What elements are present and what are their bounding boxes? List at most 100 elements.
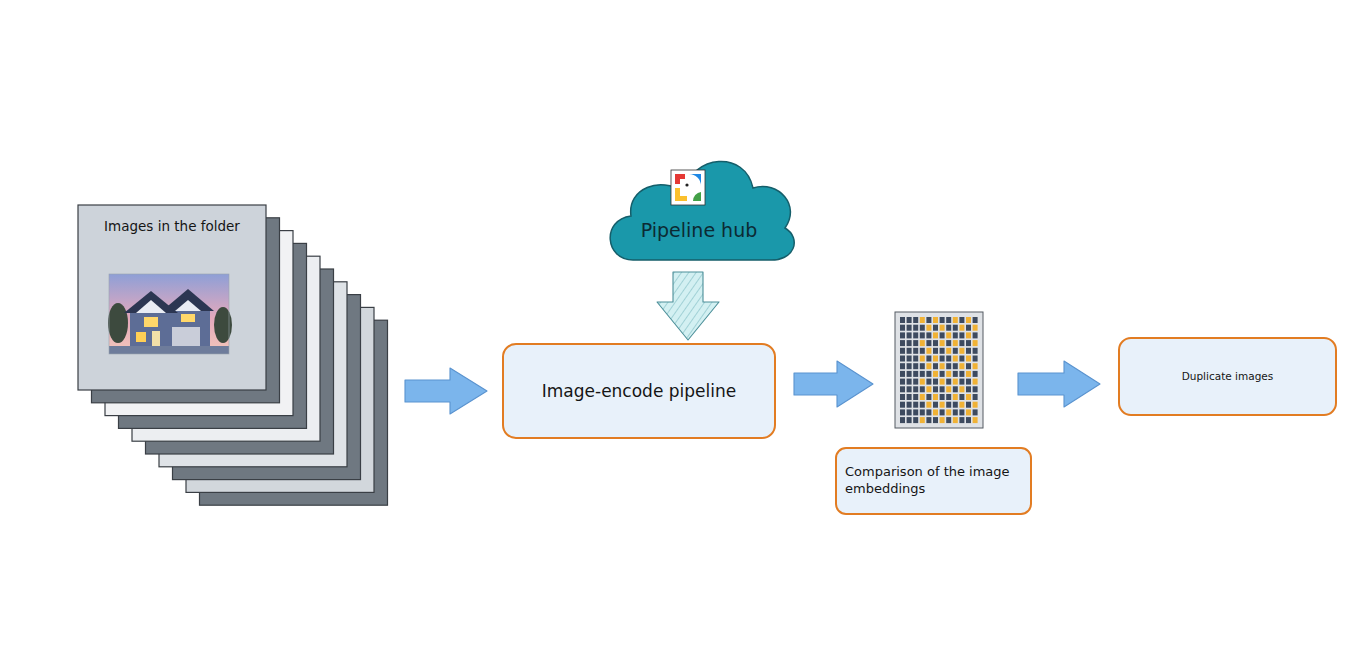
matrix-cell — [959, 356, 964, 362]
matrix-cell — [953, 371, 958, 377]
matrix-cell — [966, 379, 971, 385]
logo-tile — [671, 170, 705, 205]
house-roof — [162, 289, 214, 311]
window — [181, 314, 195, 322]
matrix-cell — [973, 386, 978, 392]
matrix-cell — [933, 371, 938, 377]
matrix-cell — [940, 325, 945, 331]
matrix-cell — [926, 363, 931, 369]
matrix-cell — [926, 402, 931, 408]
embedding-node: Comparison of the image embeddings — [880, 312, 985, 516]
matrix-cell — [920, 363, 925, 369]
matrix-cell — [966, 332, 971, 338]
matrix-cell — [920, 348, 925, 354]
photo-frame — [109, 274, 229, 354]
matrix-cell — [926, 340, 931, 346]
image-card — [78, 205, 266, 390]
matrix-cell — [900, 363, 905, 369]
logo-part — [689, 174, 701, 186]
box-outline: Image-encode pipeline — [502, 343, 776, 439]
matrix-cell — [913, 379, 918, 385]
matrix-cell — [933, 325, 938, 331]
matrix-cell — [953, 340, 958, 346]
matrix-cell — [926, 332, 931, 338]
matrix-cell — [907, 340, 912, 346]
matrix-cell — [959, 394, 964, 400]
cloud-outline — [610, 161, 794, 260]
matrix-cell — [966, 325, 971, 331]
matrix-cell — [900, 348, 905, 354]
logo-part — [693, 192, 701, 201]
tree — [214, 307, 232, 343]
matrix-cell — [940, 386, 945, 392]
matrix-cell — [973, 363, 978, 369]
matrix-cell — [966, 371, 971, 377]
matrix-cell — [913, 356, 918, 362]
process-box: Image-encode pipeline — [502, 343, 776, 439]
matrix-cell — [940, 379, 945, 385]
matrix-cell — [933, 379, 938, 385]
block-arrow — [794, 361, 873, 407]
matrix-cell — [926, 356, 931, 362]
photo-sky — [109, 274, 229, 354]
matrix-cell — [920, 371, 925, 377]
matrix-cell — [933, 409, 938, 415]
matrix-cell — [946, 317, 951, 323]
matrix-cell — [966, 409, 971, 415]
matrix-cell — [933, 348, 938, 354]
matrix-cell — [973, 325, 978, 331]
matrix-cell — [953, 332, 958, 338]
matrix-cell — [940, 332, 945, 338]
matrix-cell — [953, 325, 958, 331]
box-outline: Comparison of the image embeddings — [835, 447, 1032, 515]
matrix-cell — [907, 379, 912, 385]
matrix-cell — [966, 340, 971, 346]
matrix-cell — [926, 417, 931, 423]
matrix-cell — [959, 371, 964, 377]
matrix-cell — [913, 340, 918, 346]
matrix-cell — [953, 317, 958, 323]
matrix-cell — [926, 386, 931, 392]
matrix-cell — [973, 340, 978, 346]
matrix-cell — [953, 409, 958, 415]
matrix-frame — [895, 312, 983, 428]
matrix-cell — [926, 371, 931, 377]
block-arrow — [405, 368, 487, 414]
matrix-cell — [907, 317, 912, 323]
matrix-cell — [933, 394, 938, 400]
cloud-shape — [603, 148, 795, 262]
box-outline: Duplicate images — [1118, 337, 1337, 416]
matrix-cell — [946, 402, 951, 408]
matrix-cell — [946, 340, 951, 346]
matrix-cell — [913, 325, 918, 331]
matrix-cell — [900, 417, 905, 423]
matrix-cell — [907, 363, 912, 369]
matrix-cell — [946, 348, 951, 354]
matrix-cell — [900, 394, 905, 400]
matrix-cell — [913, 317, 918, 323]
matrix-cell — [900, 325, 905, 331]
matrix-cell — [933, 356, 938, 362]
matrix-cell — [940, 402, 945, 408]
matrix-cell — [966, 402, 971, 408]
matrix-cell — [900, 386, 905, 392]
garage-door — [172, 327, 200, 346]
matrix-cell — [966, 363, 971, 369]
card-stack — [78, 205, 390, 505]
window — [136, 332, 146, 342]
matrix-cell — [973, 409, 978, 415]
matrix-cell — [907, 417, 912, 423]
matrix-cell — [959, 417, 964, 423]
matrix-cell — [933, 363, 938, 369]
matrix-cell — [920, 317, 925, 323]
gable-trim — [136, 300, 166, 313]
matrix-cell — [959, 402, 964, 408]
photo-ground — [109, 346, 229, 354]
matrix-cell — [953, 394, 958, 400]
matrix-cell — [966, 348, 971, 354]
matrix-cell — [900, 409, 905, 415]
matrix-cell — [940, 363, 945, 369]
matrix-cell — [953, 348, 958, 354]
matrix-cell — [959, 348, 964, 354]
matrix-cell — [973, 317, 978, 323]
